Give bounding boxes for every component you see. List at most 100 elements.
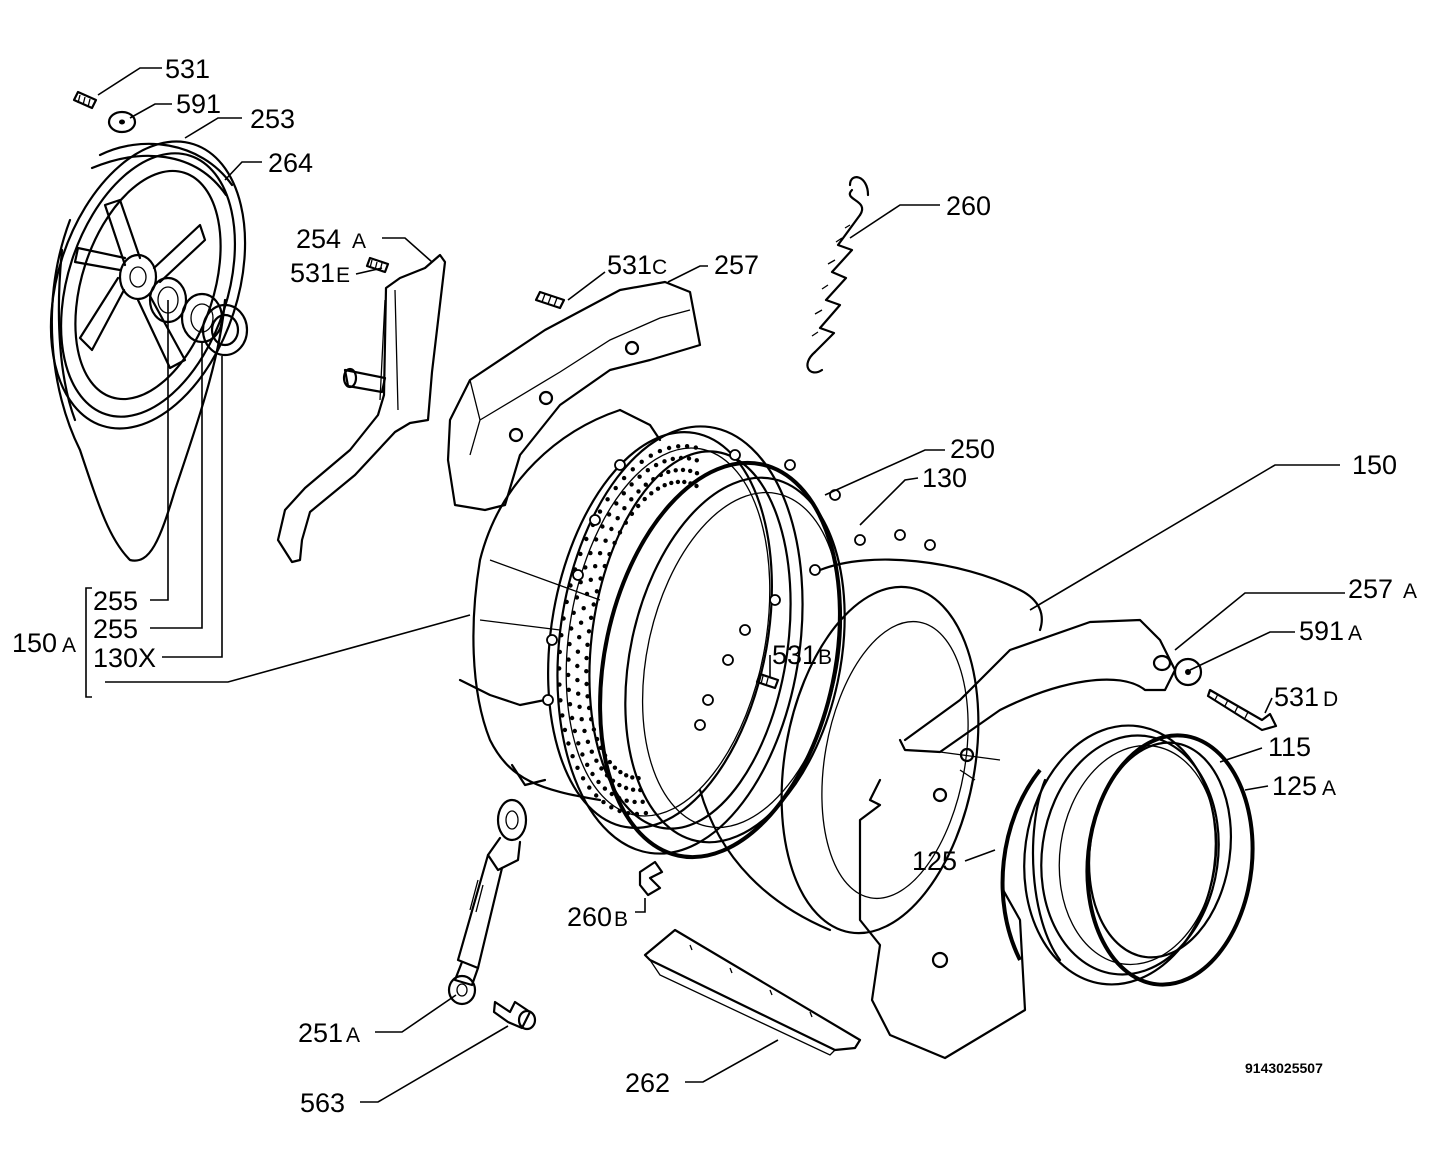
label-260: 260 — [946, 191, 991, 221]
washer-591a — [1173, 657, 1203, 687]
label-125a: 125 — [1272, 771, 1317, 801]
perforation-hole — [655, 486, 661, 491]
perforation-hole — [640, 799, 645, 804]
label-150a-suffix: A — [62, 634, 76, 657]
bearing-set — [148, 276, 249, 357]
perforation-hole — [643, 482, 648, 487]
clamp-ring-125 — [1000, 768, 1042, 961]
perforation-hole — [602, 786, 608, 791]
perforation-hole — [561, 616, 566, 621]
tub-bracket-254a — [276, 253, 447, 564]
tub-stud — [572, 569, 584, 581]
washer-591 — [107, 110, 137, 134]
label-531: 531 — [165, 54, 210, 84]
perforation-hole — [658, 472, 663, 478]
label-531e-suffix: E — [336, 264, 350, 287]
perforation-hole — [577, 704, 582, 709]
perforation-hole — [579, 717, 584, 722]
perforation-hole — [580, 752, 585, 757]
tub-stud — [729, 449, 741, 461]
screw-531b — [755, 672, 780, 690]
label-257a: 257 — [1348, 574, 1393, 604]
perforation-hole — [688, 468, 693, 474]
perforation-hole — [571, 610, 576, 615]
perforation-hole — [589, 749, 594, 754]
perforation-hole — [694, 458, 699, 463]
perforation-hole — [623, 520, 628, 525]
perforation-hole — [569, 715, 575, 721]
label-130: 130 — [922, 463, 967, 493]
screw-531e — [365, 256, 390, 274]
perforation-hole — [584, 591, 590, 597]
label-250: 250 — [950, 434, 995, 464]
perforation-hole — [572, 728, 577, 734]
perforation-hole — [588, 577, 593, 582]
perforation-hole — [662, 483, 667, 488]
tub-stud — [924, 539, 936, 551]
perforation-hole — [588, 550, 593, 556]
perforation-hole — [623, 785, 629, 791]
perforation-hole — [569, 626, 574, 631]
leader-lines — [85, 67, 1345, 1103]
perforation-hole — [593, 564, 598, 569]
perforation-hole — [617, 782, 622, 788]
counterweight-257 — [446, 280, 702, 512]
tub-stud — [784, 459, 796, 471]
label-531c: 531 — [607, 250, 652, 280]
perforation-hole — [618, 769, 623, 775]
perforation-hole — [590, 771, 595, 777]
perforation-hole — [594, 736, 600, 742]
perforation-hole — [578, 580, 583, 585]
perforation-hole — [617, 530, 623, 535]
perforation-hole — [694, 483, 699, 489]
perforation-hole — [609, 526, 614, 532]
perforation-hole — [629, 482, 634, 487]
part-labels: 531 591 253 264 254 A 531 E 531 C 257 26… — [12, 54, 1417, 1118]
label-257: 257 — [714, 250, 759, 280]
perforation-hole — [559, 633, 564, 638]
perforation-hole — [651, 477, 656, 482]
perforation-hole — [567, 702, 573, 707]
perforation-hole — [601, 799, 606, 805]
perforation-hole — [564, 599, 569, 605]
perforation-hole — [566, 672, 571, 678]
label-125a-suffix: A — [1322, 777, 1336, 800]
label-591a-suffix: A — [1348, 622, 1362, 645]
perforation-hole — [597, 551, 603, 556]
perforation-hole — [578, 551, 583, 557]
label-531c-suffix: C — [652, 256, 667, 279]
perforation-hole — [612, 765, 618, 770]
perforation-hole — [576, 691, 581, 696]
perforation-hole — [621, 491, 626, 496]
perforation-hole — [575, 649, 581, 654]
perforation-hole — [676, 444, 681, 449]
perforation-hole — [575, 765, 580, 770]
perforation-hole — [675, 479, 681, 485]
perforation-hole — [578, 620, 584, 625]
perforation-hole — [589, 717, 594, 722]
tub-stud — [894, 529, 906, 541]
perforation-hole — [642, 496, 647, 502]
label-531e: 531 — [290, 258, 335, 288]
tub-studs — [542, 449, 936, 731]
perforation-hole — [598, 576, 603, 581]
perforation-hole — [597, 509, 603, 514]
perforation-hole — [562, 727, 568, 733]
perforation-hole — [629, 511, 635, 516]
label-264: 264 — [268, 148, 313, 178]
perforation-hole — [629, 497, 634, 502]
perforation-hole — [570, 754, 575, 759]
perforation-hole — [636, 489, 641, 494]
perforation-hole — [645, 468, 650, 473]
tub-stud — [739, 624, 751, 636]
perforation-hole — [557, 649, 562, 655]
perforation-hole — [609, 791, 614, 797]
label-531b-suffix: B — [818, 646, 832, 669]
perforation-hole — [621, 475, 627, 481]
label-262: 262 — [625, 1068, 670, 1098]
label-255-b: 255 — [93, 614, 138, 644]
perforation-hole — [680, 467, 686, 473]
screw-531c — [534, 290, 566, 310]
tub-stud — [702, 694, 714, 706]
perforation-hole — [653, 462, 659, 468]
